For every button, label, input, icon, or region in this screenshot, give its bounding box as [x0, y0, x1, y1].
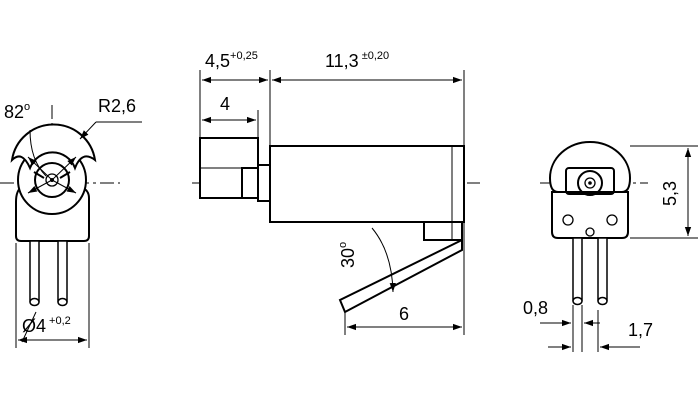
- left-view-angle-arrow-b: [51, 156, 77, 181]
- left-view-angle-arrow-a: [27, 156, 53, 181]
- left-view-pin-left-end: [29, 297, 40, 307]
- right-view-hole-left: [562, 214, 574, 226]
- right-view-pin-spacing-label: 1,7: [628, 320, 653, 340]
- left-view-radius-label: R2,6: [98, 96, 136, 116]
- right-view-shaft-center: [588, 181, 592, 185]
- side-view-flange-label: 4: [220, 94, 230, 114]
- left-view-diameter-label: Ø4+0,2: [22, 315, 71, 336]
- left-view-pin-left: [29, 240, 40, 302]
- left-view-hub: [34, 162, 70, 198]
- left-view-pin-right-end: [57, 297, 68, 307]
- side-view-cylinder: [269, 145, 465, 223]
- left-view-radius-leader: [79, 121, 97, 140]
- right-view-hole-center: [585, 227, 595, 237]
- side-view-offset-label: 4,5+0,25: [205, 50, 258, 71]
- right-view-pin-left: [572, 237, 583, 301]
- right-view-pin-width-label: 0,8: [523, 298, 548, 318]
- side-view-length-label: 11,3±0,20: [325, 50, 389, 71]
- right-view-height-label: 5,3: [660, 181, 680, 206]
- side-view-lever: [338, 238, 463, 314]
- side-view-angle-arc: [371, 227, 396, 293]
- left-view-angle-leader: [29, 129, 47, 177]
- left-view-indicator: [33, 171, 71, 179]
- side-view: 4,5+0,25 11,3±0,20 4 30o 6: [192, 50, 480, 335]
- right-view-pin-right: [597, 237, 608, 301]
- right-view-hub: [577, 170, 603, 196]
- left-view: 82o R2,6 Ø4+0,2: [0, 96, 142, 348]
- left-view-shaft-hole: [45, 173, 59, 187]
- right-view-body: [551, 191, 629, 239]
- left-view-pin-right: [57, 240, 68, 302]
- side-view-lever-label: 6: [399, 304, 409, 324]
- right-view-hole-right: [606, 214, 618, 226]
- side-view-tab: [423, 221, 463, 241]
- side-view-angle-label: 30o: [337, 242, 358, 268]
- right-view-pin-right-end: [597, 296, 608, 306]
- right-view-pin-left-end: [572, 296, 583, 306]
- left-view-angle-arrow-c: [27, 179, 53, 194]
- left-view-diameter-leader: [21, 311, 37, 343]
- right-view: 5,3 0,8 1,7: [523, 141, 698, 352]
- right-view-shaft-hole: [584, 177, 596, 189]
- side-view-neck: [257, 164, 271, 202]
- left-view-angle-arrow-d: [51, 179, 77, 194]
- left-view-angle-label: 82o: [4, 101, 30, 122]
